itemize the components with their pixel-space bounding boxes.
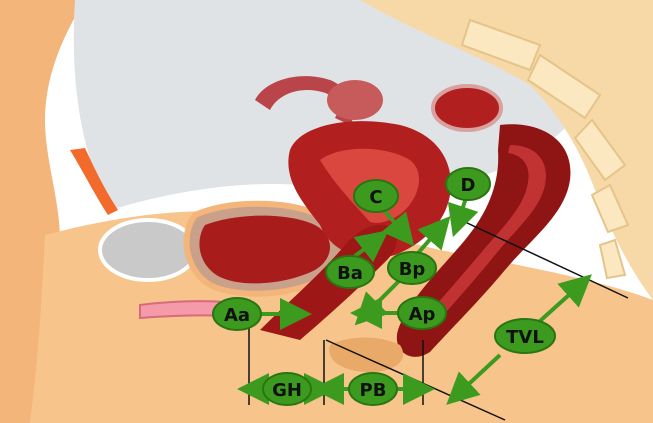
label-bp: Bp [388,252,436,284]
label-ap-text: Ap [409,304,436,325]
label-c: C [354,180,398,212]
label-tvl-text: TVL [506,327,544,348]
label-ap: Ap [398,297,446,329]
label-gh: GH [263,373,311,405]
label-bp-text: Bp [399,259,426,280]
label-d-text: D [461,175,476,196]
ovary [327,80,383,120]
rectum-upper [433,86,501,130]
label-pb-text: PB [360,380,387,401]
label-ba-text: Ba [337,263,363,284]
label-c-text: C [369,187,382,208]
label-aa: Aa [213,298,261,330]
label-aa-text: Aa [224,305,250,326]
label-ba: Ba [326,256,374,288]
pubic-bone [100,220,196,280]
label-pb: PB [349,373,397,405]
label-gh-text: GH [272,380,302,401]
label-tvl: TVL [495,319,555,353]
label-d: D [446,168,490,200]
